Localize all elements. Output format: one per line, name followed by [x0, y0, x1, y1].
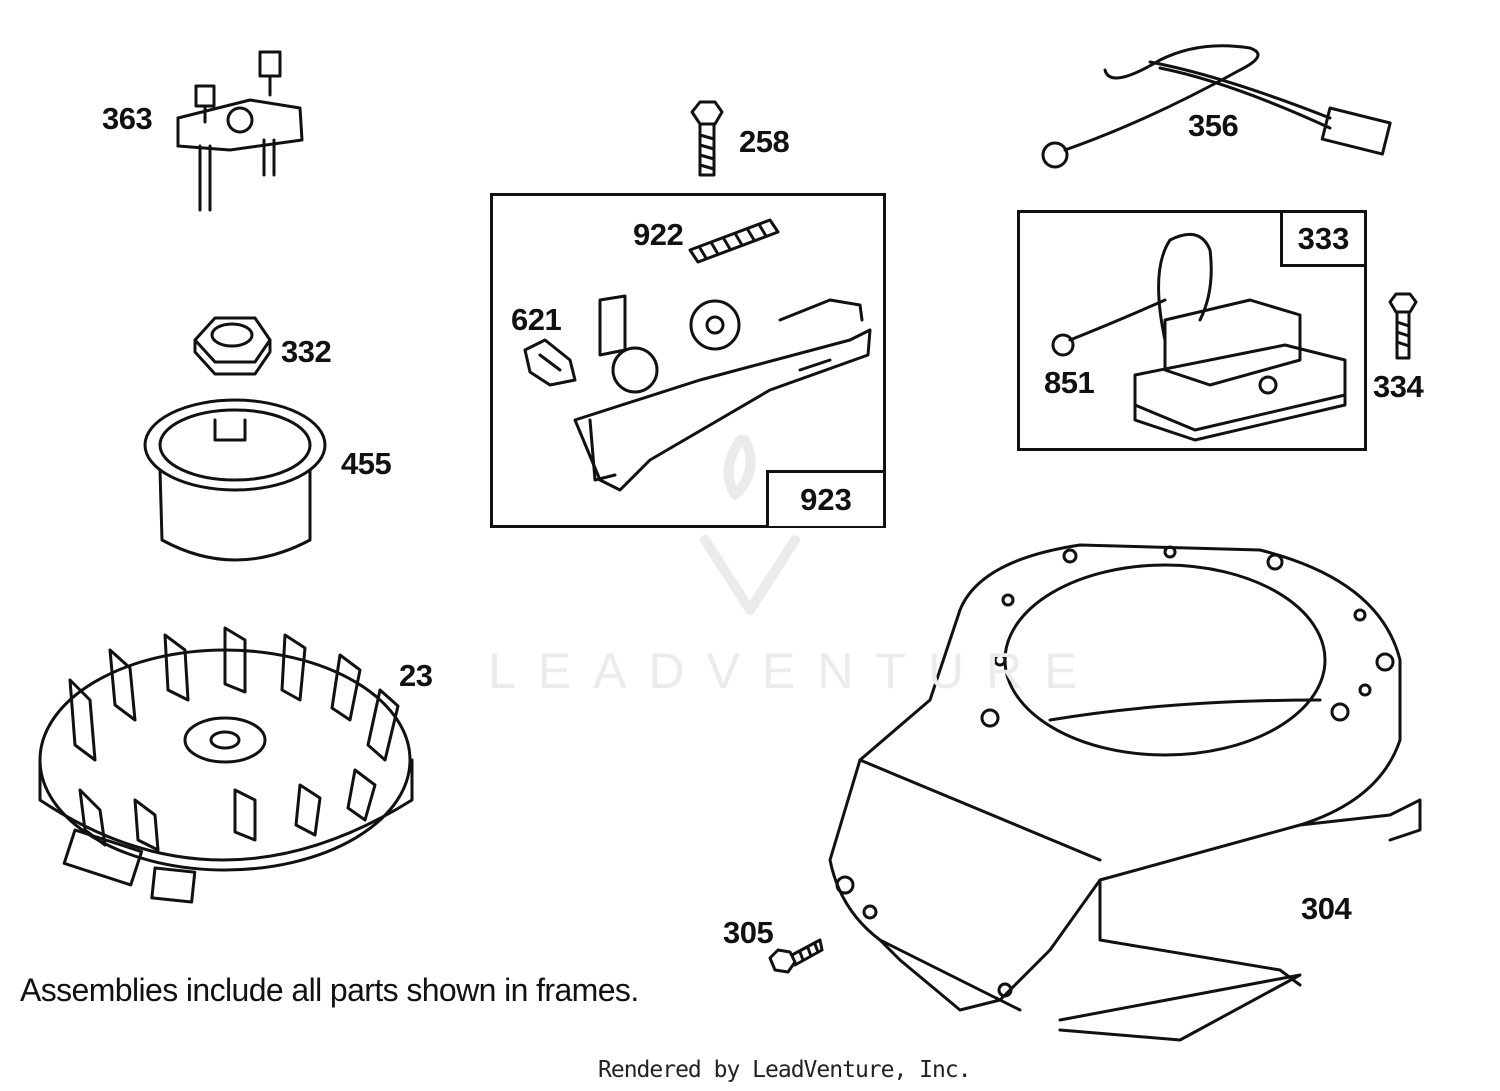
watermark-logo-icon: [700, 435, 800, 615]
frame-333-tag: 333: [1280, 213, 1364, 267]
part-23-flywheel-icon: [38, 626, 414, 904]
part-455-cup-icon: [143, 398, 327, 562]
frame-333: [1017, 210, 1367, 451]
callout-304: 304: [1301, 891, 1352, 926]
part-922-spring-icon: [688, 218, 780, 264]
callout-356: 356: [1188, 108, 1239, 143]
callout-258: 258: [739, 124, 790, 159]
callout-23: 23: [399, 658, 433, 693]
callout-332: 332: [281, 334, 332, 369]
watermark-text: LEADVENTURE: [488, 643, 1100, 699]
part-332-nut-icon: [193, 316, 272, 376]
part-258-bolt-icon: [690, 100, 724, 177]
part-363-bracket-icon: [176, 50, 304, 212]
callout-922: 922: [633, 217, 684, 252]
callout-305: 305: [723, 915, 774, 950]
part-923-governor-lever-icon: [573, 294, 872, 492]
frame-923-tag: 923: [766, 470, 883, 526]
assembly-note: Assemblies include all parts shown in fr…: [20, 972, 639, 1008]
callout-334: 334: [1373, 369, 1424, 404]
part-621-clip-icon: [523, 338, 577, 387]
callout-363: 363: [102, 101, 153, 136]
callout-621: 621: [511, 302, 562, 337]
callout-455: 455: [341, 446, 392, 481]
part-305-screw-icon: [768, 938, 824, 974]
render-credit: Rendered by LeadVenture, Inc.: [598, 1057, 972, 1083]
part-334-screw-icon: [1388, 292, 1418, 360]
frame-923: [490, 193, 886, 528]
part-333-armature-icon: [1051, 232, 1347, 442]
callout-851: 851: [1044, 365, 1095, 400]
part-304-blower-housing-icon: [828, 543, 1422, 1042]
part-356-wire-icon: [1041, 44, 1392, 169]
